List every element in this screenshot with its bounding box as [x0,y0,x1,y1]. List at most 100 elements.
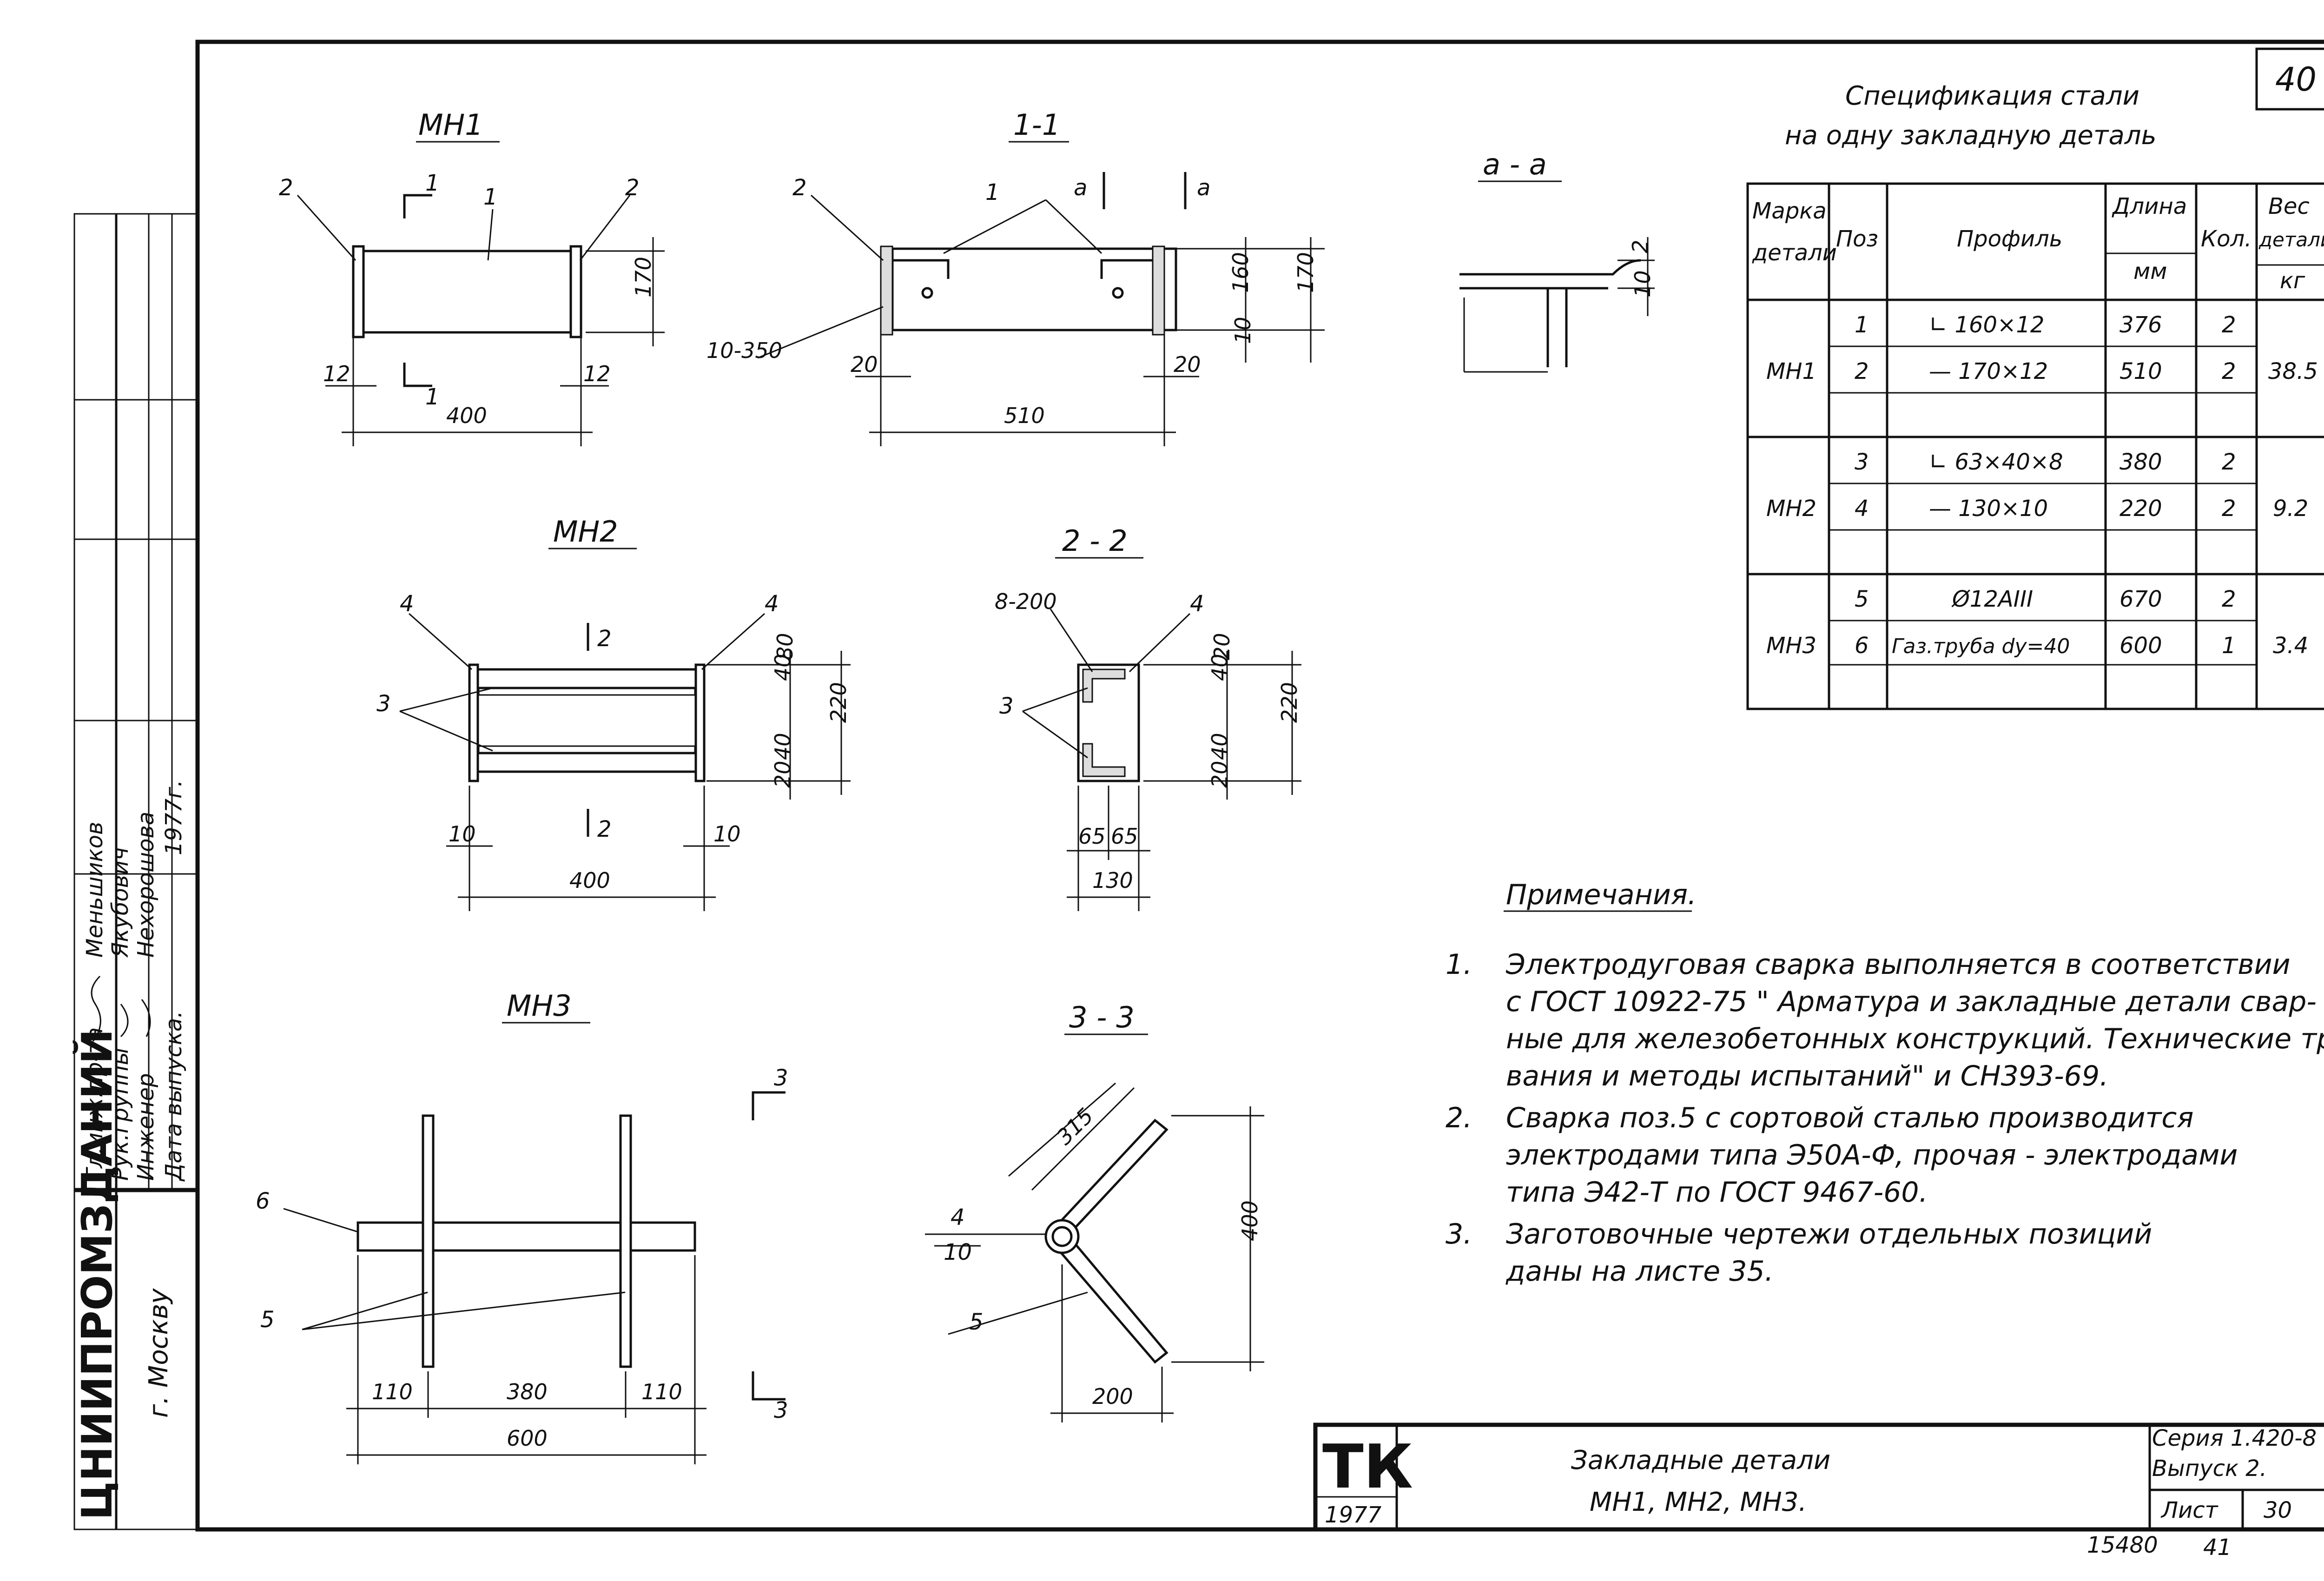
svg-text:20: 20 [851,352,878,377]
svg-text:4: 4 [951,1204,965,1230]
svg-text:65: 65 [1111,824,1138,849]
svg-text:20: 20 [770,761,795,788]
svg-text:с ГОСТ 10922-75 " Арматура и з: с ГОСТ 10922-75 " Арматура и закладные д… [1506,986,2317,1018]
svg-text:160: 160 [1228,252,1253,293]
svg-text:Рук.группы: Рук.группы [107,1048,133,1181]
svg-text:Сварка поз.5 с сортовой сталью: Сварка поз.5 с сортовой сталью производи… [1506,1102,2194,1134]
svg-text:220: 220 [1277,682,1302,723]
svg-text:∟ 160×12: ∟ 160×12 [1929,312,2044,338]
svg-text:Длина: Длина [2112,193,2187,219]
svg-text:600: 600 [2119,633,2162,659]
svg-text:МН2: МН2 [1766,496,1816,522]
svg-text:2: 2 [2222,586,2236,612]
svg-text:12: 12 [583,361,611,386]
svg-text:220: 220 [2119,496,2162,522]
spec-title-1: Спецификация стали [1845,81,2139,111]
page-number: 40 [2275,60,2317,99]
svg-text:380: 380 [507,1379,548,1404]
svg-text:Инженер: Инженер [133,1073,159,1181]
svg-text:2: 2 [597,816,612,842]
svg-text:5: 5 [260,1307,275,1333]
svg-text:типа Э42-Т по ГОСТ 9467-60.: типа Э42-Т по ГОСТ 9467-60. [1506,1176,1928,1209]
svg-text:2: 2 [1628,240,1653,253]
svg-text:40: 40 [1207,733,1232,760]
svg-text:2 - 2: 2 - 2 [1062,524,1128,558]
svg-text:376: 376 [2119,312,2162,338]
svg-text:3: 3 [1855,449,1869,475]
svg-text:400: 400 [446,403,487,428]
svg-text:а: а [1197,175,1210,201]
svg-text:Якубович: Якубович [107,847,133,958]
svg-text:4: 4 [765,591,779,617]
view-mh2: МН2 4 4 3 2 2 220 80 40 40 20 400 10 1 [376,515,851,911]
svg-text:3.: 3. [1446,1218,1472,1250]
svg-text:вания и методы испытаний" и СН: вания и методы испытаний" и СН393-69. [1506,1060,2108,1092]
title-block: ТК 1977 Закладные детали МН1, МН2, МН3. … [1313,1422,2324,1532]
svg-text:10: 10 [713,821,741,847]
svg-text:170: 170 [631,257,656,298]
svg-text:ные для железобетонных констру: ные для железобетонных конструкций. Техн… [1506,1023,2324,1055]
svg-text:170: 170 [1293,252,1318,293]
svg-text:2: 2 [625,175,640,201]
svg-text:10: 10 [1630,270,1655,298]
svg-text:1-1: 1-1 [1013,108,1060,142]
svg-text:2: 2 [2222,358,2236,384]
svg-text:МН3: МН3 [1766,633,1816,659]
svg-text:110: 110 [372,1379,413,1404]
svg-text:3: 3 [376,691,391,717]
view-section-2-2: 2 - 2 8-200 4 3 220 20 40 40 20 65 65 13… [995,524,1302,911]
svg-text:20: 20 [1174,352,1201,377]
svg-text:10: 10 [944,1239,972,1265]
mh1-title: МН1 [418,108,483,142]
svg-text:2.: 2. [1446,1102,1472,1134]
svg-text:3: 3 [774,1397,788,1423]
svg-text:110: 110 [641,1379,682,1404]
svg-text:30: 30 [2264,1497,2292,1523]
svg-text:2: 2 [2222,496,2236,522]
svg-text:Гл.инж.пр-та: Гл.инж.пр-та [82,1027,108,1181]
svg-text:510: 510 [1004,403,1045,428]
view-mh1: МН1 2 1 2 1 1 170 400 12 12 [279,108,665,446]
svg-text:мм: мм [2133,258,2167,284]
svg-text:2: 2 [1855,358,1869,384]
svg-text:кг: кг [2280,268,2305,294]
svg-text:2: 2 [2222,312,2236,338]
svg-text:15480: 15480 [2087,1532,2158,1558]
svg-text:Кол.: Кол. [2201,226,2251,252]
svg-text:20: 20 [1207,761,1232,788]
svg-text:даны на листе 35.: даны на листе 35. [1505,1255,1774,1288]
svg-text:3.4: 3.4 [2273,633,2308,659]
svg-text:400: 400 [569,868,610,893]
svg-text:МН3: МН3 [507,989,572,1023]
svg-text:3: 3 [999,693,1014,719]
svg-text:Дата выпуска.: Дата выпуска. [161,1011,187,1182]
svg-text:10-350: 10-350 [706,338,782,363]
svg-text:МН2: МН2 [553,515,618,549]
stamp-title-1: Закладные детали [1571,1445,1830,1475]
svg-text:80: 80 [772,633,798,660]
stamp-title-2: МН1, МН2, МН3. [1590,1487,1807,1517]
svg-text:∟ 63×40×8: ∟ 63×40×8 [1929,449,2063,475]
svg-text:Ø12АIII: Ø12АIII [1951,586,2033,612]
svg-text:1: 1 [985,179,1000,205]
svg-text:2: 2 [279,175,293,201]
svg-text:— 170×12: — 170×12 [1929,358,2048,384]
svg-text:1977: 1977 [1325,1502,1382,1528]
svg-text:Нехорошова: Нехорошова [133,812,159,958]
spec-mark: МН1 [1766,358,1816,384]
svg-text:40: 40 [770,733,795,760]
svg-text:1: 1 [425,170,440,196]
svg-text:41: 41 [2203,1535,2232,1561]
svg-text:6: 6 [256,1188,270,1214]
svg-text:380: 380 [2119,449,2162,475]
svg-text:2: 2 [792,175,807,201]
svg-text:а - а: а - а [1483,147,1547,181]
spec-table: Спецификация стали на одну закладную дет… [1746,81,2324,710]
svg-text:1: 1 [2222,633,2236,659]
svg-text:4: 4 [400,591,414,617]
view-section-1-1: 1-1 1 2 10-350 а а 160 170 10 510 20 20 [706,108,1325,446]
svg-text:38.5: 38.5 [2268,358,2318,384]
svg-text:1977г.: 1977г. [161,780,187,855]
svg-text:12: 12 [323,361,350,386]
